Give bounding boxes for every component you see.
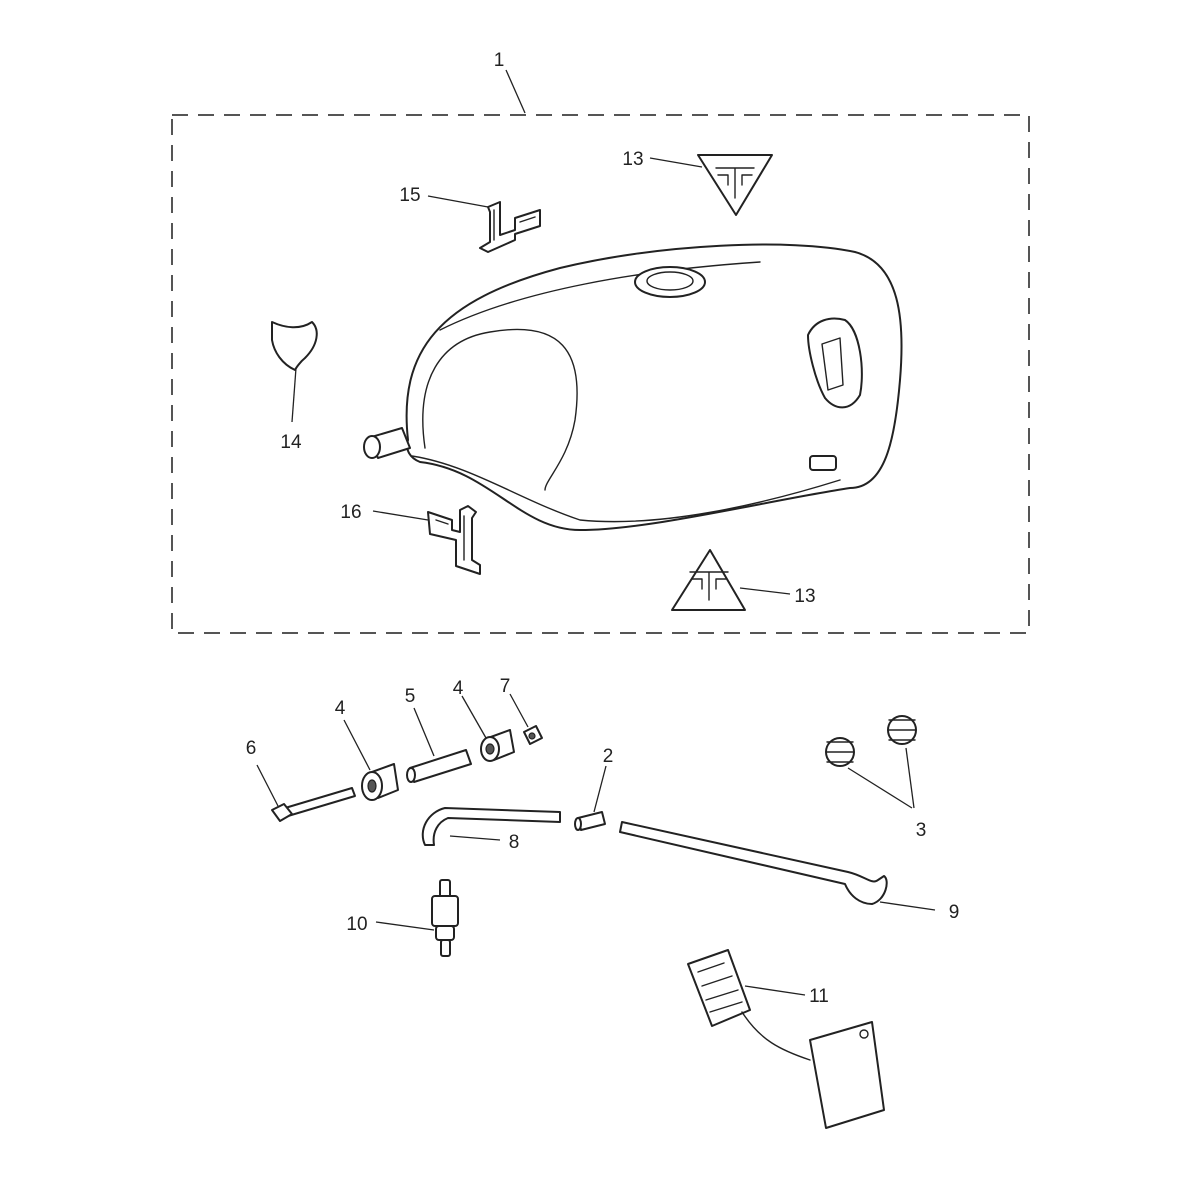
leader-11 xyxy=(744,985,806,996)
mounting-rubber-1 xyxy=(825,737,855,767)
leader-15 xyxy=(427,195,489,208)
callout-3: 3 xyxy=(916,820,927,841)
callout-11: 11 xyxy=(809,986,829,1007)
spacer-sleeve xyxy=(406,749,472,783)
fuel-filter xyxy=(431,879,459,957)
leader-9 xyxy=(879,901,936,911)
callout-13b: 13 xyxy=(794,586,815,607)
callout-15: 15 xyxy=(399,185,420,206)
callout-13a: 13 xyxy=(622,149,643,170)
grommet-left xyxy=(361,763,399,801)
leader-1 xyxy=(505,69,526,114)
fuel-level-sender xyxy=(687,949,885,1129)
tank-badge-lower xyxy=(671,549,746,611)
leader-3a xyxy=(847,767,913,809)
leader-5 xyxy=(413,707,435,757)
callout-5: 5 xyxy=(405,686,416,707)
tank-spigot xyxy=(363,427,411,459)
callout-4a: 4 xyxy=(335,698,346,719)
leader-16 xyxy=(372,510,429,521)
leader-10 xyxy=(375,921,435,931)
tank-badge-upper xyxy=(697,154,773,216)
mounting-rubber-2 xyxy=(887,715,917,745)
knee-pad xyxy=(271,321,318,371)
leader-13b xyxy=(739,587,791,595)
callout-10: 10 xyxy=(346,914,367,935)
fuel-tank xyxy=(363,243,903,531)
leader-3b xyxy=(905,747,915,809)
callout-9: 9 xyxy=(949,902,960,923)
callout-6: 6 xyxy=(246,738,257,759)
tank-kit-boundary xyxy=(171,114,1030,634)
leader-4b xyxy=(461,695,487,739)
grommet-right xyxy=(480,729,515,762)
breather-hose-short xyxy=(421,807,561,846)
callout-1: 1 xyxy=(494,50,505,71)
leader-13a xyxy=(649,157,703,168)
leader-6 xyxy=(256,764,279,807)
leader-2 xyxy=(593,765,607,813)
nut xyxy=(523,725,543,745)
leader-14 xyxy=(291,367,297,423)
leader-4a xyxy=(343,719,371,771)
callout-7: 7 xyxy=(500,676,511,697)
callout-14: 14 xyxy=(280,432,302,453)
callout-2: 2 xyxy=(603,746,614,767)
leader-8 xyxy=(449,835,501,841)
decal-lower xyxy=(427,505,481,575)
bolt xyxy=(271,787,356,822)
decal-upper xyxy=(479,201,541,253)
hose-connector xyxy=(574,811,606,831)
callout-8: 8 xyxy=(509,832,520,853)
drain-hose-long xyxy=(619,821,888,905)
leader-7 xyxy=(509,693,529,728)
callout-4b: 4 xyxy=(453,678,464,699)
callout-16: 16 xyxy=(340,502,361,523)
